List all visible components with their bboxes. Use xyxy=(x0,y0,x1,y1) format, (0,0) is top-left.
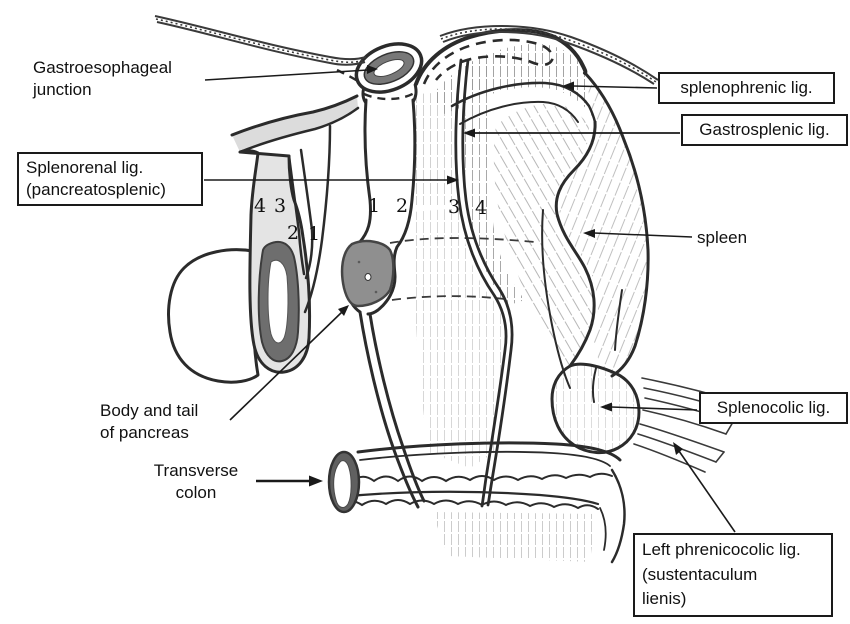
leader-pancreas xyxy=(229,305,349,421)
leader-arrows xyxy=(204,65,736,533)
leader-splenorenal xyxy=(204,175,459,185)
label-splenophrenic-ligament: splenophrenic lig. xyxy=(658,72,835,105)
ge-junction-ring xyxy=(354,42,424,94)
splenorenal-ligament-complex xyxy=(230,94,360,374)
leader-gastroesophageal xyxy=(204,65,378,81)
stomach-and-pancreas xyxy=(340,98,426,509)
layer-number-center-4: 4 xyxy=(474,197,488,219)
leader-splenophrenic xyxy=(562,81,658,91)
label-spleen: spleen xyxy=(697,228,748,247)
label-splenocolic-ligament: Splenocolic lig. xyxy=(699,392,848,425)
label-left-phrenicocolic-ligament: Left phrenicocolic lig. (sustentaculum l… xyxy=(633,533,833,617)
splenocolic-region xyxy=(550,362,641,454)
left-kidney-outline xyxy=(167,248,260,384)
layer-number-center-2: 2 xyxy=(395,195,409,217)
label-pancreas-body-tail: Body and tail of pancreas xyxy=(100,401,199,443)
layer-number-center-3: 3 xyxy=(447,196,461,218)
hatch-zones xyxy=(412,43,649,562)
leader-splenocolic xyxy=(600,402,698,412)
label-splenorenal-ligament: Splenorenal lig. (pancreatosplenic) xyxy=(17,152,203,207)
diaphragm xyxy=(154,15,659,85)
layer-number-left-2: 2 xyxy=(286,222,300,244)
layer-number-left-1: 1 xyxy=(307,223,321,245)
gastroesophageal-junction-region xyxy=(336,28,588,104)
leader-phrenicocolic xyxy=(673,442,736,533)
label-transverse-colon: Transverse colon xyxy=(153,461,239,503)
leader-transverse-colon xyxy=(256,475,323,487)
leader-spleen xyxy=(583,229,693,238)
label-gastrosplenic-ligament: Gastrosplenic lig. xyxy=(681,114,848,147)
peritoneal-dashed-lines xyxy=(389,237,536,301)
layer-number-left-3: 3 xyxy=(273,195,287,217)
layer-number-left-4: 4 xyxy=(253,195,267,217)
gastrosplenic-layer-lines xyxy=(454,58,514,508)
label-gastroesophageal-junction: Gastroesophageal junction xyxy=(33,58,172,100)
leader-gastrosplenic xyxy=(463,128,680,138)
layer-number-center-1: 1 xyxy=(367,195,381,217)
